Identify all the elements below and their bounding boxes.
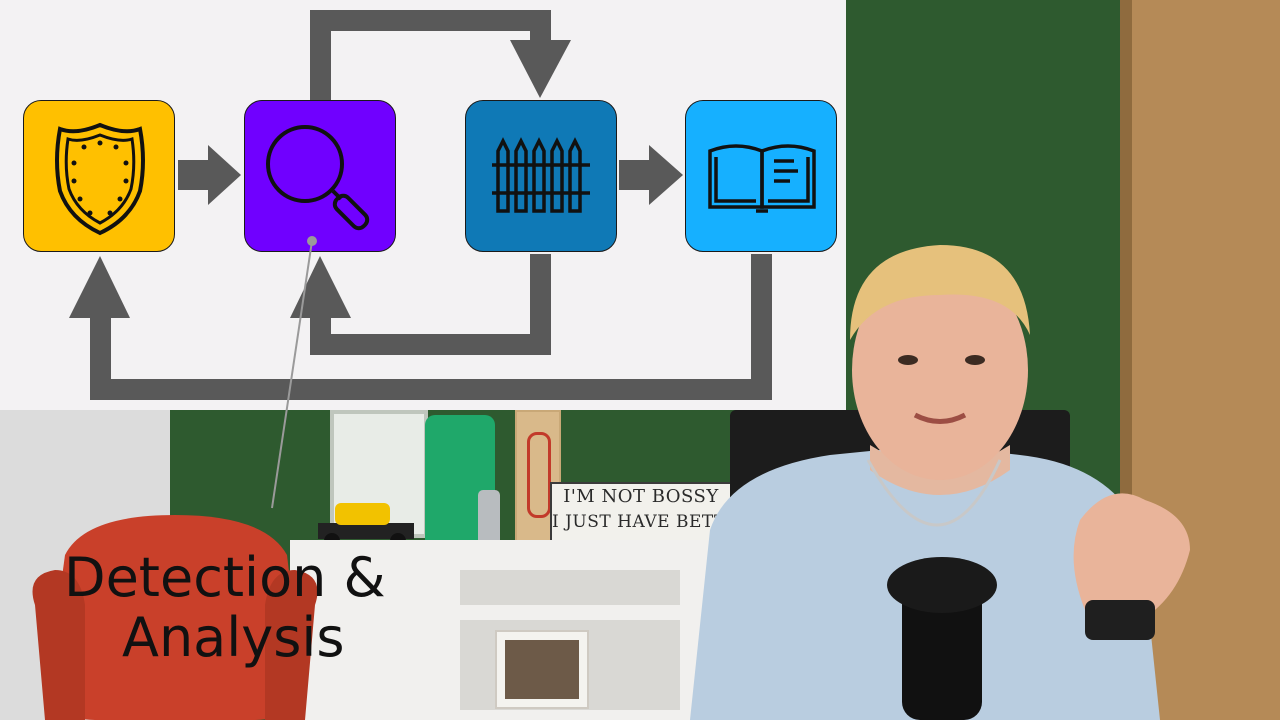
arrow-lessons-to-prepare bbox=[69, 254, 772, 400]
plaque-line-1: I'M NOT BOSSY bbox=[563, 486, 719, 507]
caption-line-1: Detection & bbox=[64, 546, 386, 609]
photo-frame bbox=[495, 630, 589, 709]
fence-icon bbox=[492, 137, 590, 213]
wall-plaque: I'M NOT BOSSY I JUST HAVE BETTER IDEAS bbox=[550, 482, 732, 546]
water-bottle bbox=[478, 490, 500, 548]
node-detection-analysis bbox=[244, 100, 396, 252]
node-containment bbox=[465, 100, 617, 252]
node-preparation bbox=[23, 100, 175, 252]
arrow-detect-to-contain bbox=[310, 10, 571, 100]
open-book-icon bbox=[708, 144, 816, 213]
magnifier-icon bbox=[266, 125, 370, 231]
arrow-contain-to-lessons bbox=[619, 145, 683, 205]
caption-line-2: Analysis bbox=[122, 606, 345, 669]
stage-caption: Detection & Analysis bbox=[64, 548, 464, 668]
shield-icon bbox=[55, 122, 145, 236]
plaque-line-2: I JUST HAVE BETTER IDEAS bbox=[552, 512, 730, 532]
arrow-contain-to-detect bbox=[290, 254, 551, 355]
node-lessons-learned bbox=[685, 100, 837, 252]
arrow-prepare-to-detect bbox=[178, 145, 241, 205]
presenter bbox=[690, 245, 1190, 720]
diagram-panel bbox=[0, 0, 846, 410]
orange-armchair bbox=[32, 515, 318, 720]
